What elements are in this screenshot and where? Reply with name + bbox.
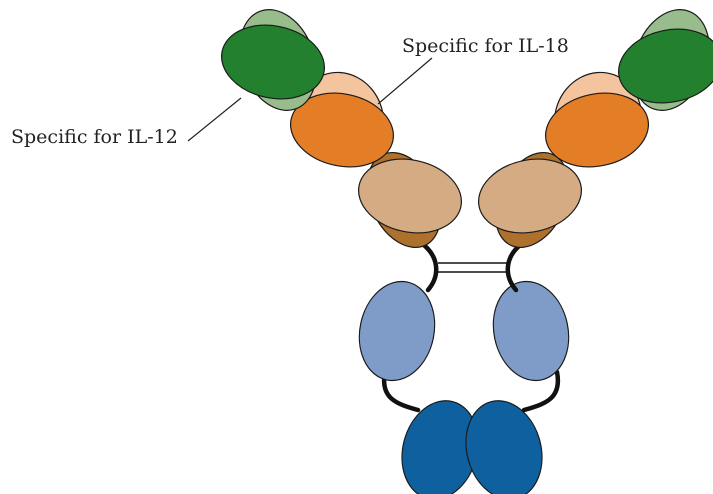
ch1-heavy-chain-right	[477, 158, 583, 234]
il18-variable-heavy-right	[544, 92, 650, 168]
il12-variable-heavy-left	[220, 24, 326, 100]
ch2-domain-right	[492, 280, 570, 382]
fab-arm-left	[220, 9, 463, 249]
label-specific-for-il18: Specific for IL-18	[402, 35, 569, 57]
ch2-domains	[358, 280, 570, 382]
leader-lines	[187, 57, 433, 142]
fab-arm-right	[477, 9, 713, 249]
il18-variable-heavy-left	[289, 92, 395, 168]
ch1-heavy-chain-left	[357, 158, 463, 234]
leader-line-il18	[377, 57, 433, 105]
ch3-domain-right	[465, 400, 543, 494]
ch2-domain-left	[358, 280, 436, 382]
leader-line-il12	[187, 97, 242, 142]
ch3-domains	[401, 400, 543, 494]
il12-variable-heavy-right	[617, 28, 713, 104]
upper-hinge-left	[417, 239, 439, 293]
label-specific-for-il12: Specific for IL-12	[11, 126, 178, 148]
upper-hinge	[417, 239, 527, 293]
lower-hinge-right	[521, 369, 561, 413]
